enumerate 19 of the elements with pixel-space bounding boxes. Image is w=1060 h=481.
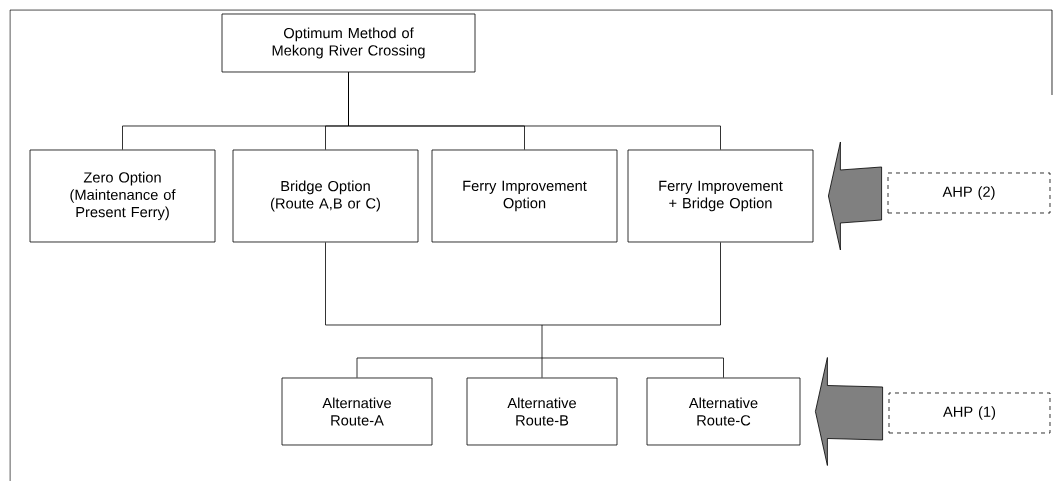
connector-line	[541, 357, 543, 378]
connector-line	[541, 242, 721, 326]
process-box: Bridge Option (Route A,B or C)	[232, 149, 419, 243]
process-box: Alternative Route-B	[466, 377, 618, 446]
method-box: AHP (2)	[887, 172, 1051, 214]
connector-line	[356, 357, 543, 378]
process-box: Ferry Improvement Option	[431, 149, 618, 243]
process-box: Alternative Route-A	[281, 377, 433, 446]
process-box: Optimum Method of Mekong River Crossing	[221, 13, 476, 73]
connector-line	[541, 357, 724, 378]
block-arrow	[828, 141, 882, 251]
connector-line	[325, 242, 543, 326]
connector-line	[348, 72, 721, 150]
method-box: AHP (1)	[888, 392, 1051, 434]
block-arrow	[815, 357, 883, 466]
connector-line	[541, 324, 543, 359]
process-box: Ferry Improvement + Bridge Option	[627, 149, 814, 243]
process-box: Zero Option (Maintenance of Present Ferry)	[29, 149, 216, 243]
process-box: Alternative Route-C	[646, 377, 801, 446]
